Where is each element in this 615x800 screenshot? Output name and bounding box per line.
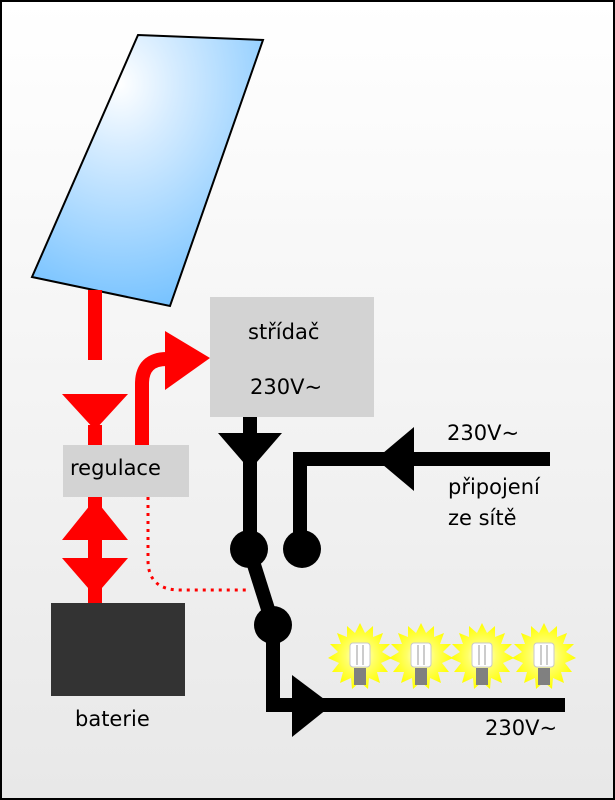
inverter-box: [210, 297, 374, 417]
regulator-label: regulace: [70, 456, 161, 480]
regulator-battery-flow: [62, 496, 128, 606]
battery-label: baterie: [75, 707, 150, 731]
grid-voltage-label: 230V~: [447, 421, 520, 445]
panel-to-regulator-flow: [62, 290, 128, 447]
regulator-to-inverter-flow: [135, 331, 210, 447]
output-voltage-label: 230V~: [485, 716, 558, 740]
regulator-box: [63, 445, 189, 497]
output-wire: [266, 625, 565, 737]
inverter-voltage-label: 230V~: [250, 375, 323, 399]
inverter-title-label: střídač: [248, 320, 320, 344]
control-signal-line: [146, 497, 250, 592]
grid-connection-label-line2: ze sítě: [448, 506, 517, 530]
grid-connection-label-line1: připojení: [448, 475, 540, 499]
battery-icon: [51, 603, 185, 696]
solar-panel-icon: [30, 33, 265, 308]
inverter-output-wire: [218, 417, 282, 547]
grid-input-wire: [293, 427, 550, 540]
